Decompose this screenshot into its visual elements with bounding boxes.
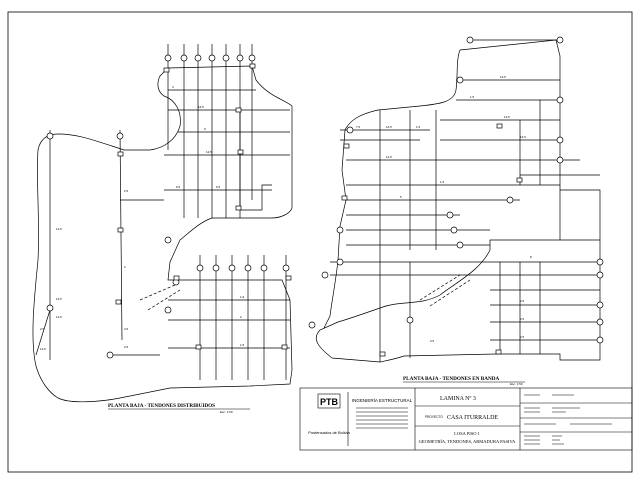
left-dashed-line [139,284,176,301]
svg-text:1.5: 1.5 [240,343,245,347]
left-plan [32,44,293,403]
left-slab-outline [32,65,293,403]
left-wall [239,110,272,211]
right-dashed-line [429,279,471,307]
svg-text:8: 8 [530,255,532,259]
logo-subtitle: Postensados de Bolivia [308,430,350,435]
svg-text:6.5: 6.5 [216,185,221,189]
svg-text:12.5: 12.5 [56,315,62,319]
svg-text:12.5: 12.5 [386,155,392,159]
title-block-right-lines [524,394,612,445]
svg-text:2.5: 2.5 [124,189,129,193]
svg-text:1.5: 1.5 [470,95,475,99]
right-plan-scale: Esc. 1:50 [510,382,523,386]
svg-text:6.5: 6.5 [176,185,181,189]
svg-text:5: 5 [400,195,402,199]
logo-text: PTB [320,397,339,407]
left-blocks [115,63,292,350]
svg-text:9: 9 [204,127,206,131]
left-dimension-labels: 4 12.5 9 12.5 6.5 6.5 2.5 2 2.5 1.9 1.5 2 12.5 12… [40,85,245,351]
svg-text:12.5: 12.5 [198,105,204,109]
drawing-title-1: LOSA PISO 1 [454,431,480,436]
company-contact-lines [356,407,408,429]
svg-text:2.5: 2.5 [124,327,129,331]
svg-text:2.5: 2.5 [520,335,525,339]
right-blocks [341,123,523,357]
right-dimension-labels: 7.5 12.5 1.5 12.5 1.5 5 13.5 1.5 13.5 13.5 8 2.5… [356,75,532,343]
svg-text:12.5: 12.5 [386,125,392,129]
svg-text:2: 2 [240,315,242,319]
left-plan-scale: Esc. 1:50 [220,410,233,414]
svg-text:1.5: 1.5 [416,125,421,129]
left-anchors [46,54,290,359]
project-name: CASA ITURRALDE [447,415,499,421]
svg-text:12.5: 12.5 [40,347,46,351]
svg-text:7.5: 7.5 [356,125,361,129]
company-name: INGENIERÍA ESTRUCTURAL [352,397,413,403]
svg-text:1.5: 1.5 [440,180,445,184]
right-dashed-line [419,274,461,301]
left-plan-title: PLANTA BAJA - TENDONES DISTRIBUIDOS [108,403,215,409]
title-block [299,387,633,451]
lamina-number: LAMINA Nº 3 [440,396,476,402]
svg-text:13.5: 13.5 [504,115,510,119]
right-plan [315,39,601,363]
svg-text:2.5: 2.5 [124,345,129,349]
svg-text:12.5: 12.5 [206,150,212,154]
right-slab-outline [315,39,601,363]
svg-text:12.5: 12.5 [56,297,62,301]
svg-text:2.5: 2.5 [520,299,525,303]
svg-text:2: 2 [124,265,126,269]
svg-text:2.5: 2.5 [430,339,435,343]
project-label: PROYECTO [425,415,443,419]
svg-text:13.5: 13.5 [500,75,506,79]
svg-text:13.5: 13.5 [520,135,526,139]
left-tendon [119,129,123,341]
left-dashed-line [147,289,181,311]
right-plan-title: PLANTA BAJA - TENDONES EN BANDA [403,376,499,382]
left-tendon [35,309,51,356]
ptb-logo-icon [317,393,341,409]
drawing-title-2: GEOMETRÍA, TENDONES, ARMADURA PASIVA [419,439,517,445]
svg-text:2.5: 2.5 [520,317,525,321]
svg-text:4: 4 [172,85,174,89]
svg-text:2.5: 2.5 [40,327,45,331]
right-anchors [308,36,604,344]
sheet-border [7,11,633,473]
svg-text:1.9: 1.9 [240,295,245,299]
svg-text:12.5: 12.5 [56,227,62,231]
